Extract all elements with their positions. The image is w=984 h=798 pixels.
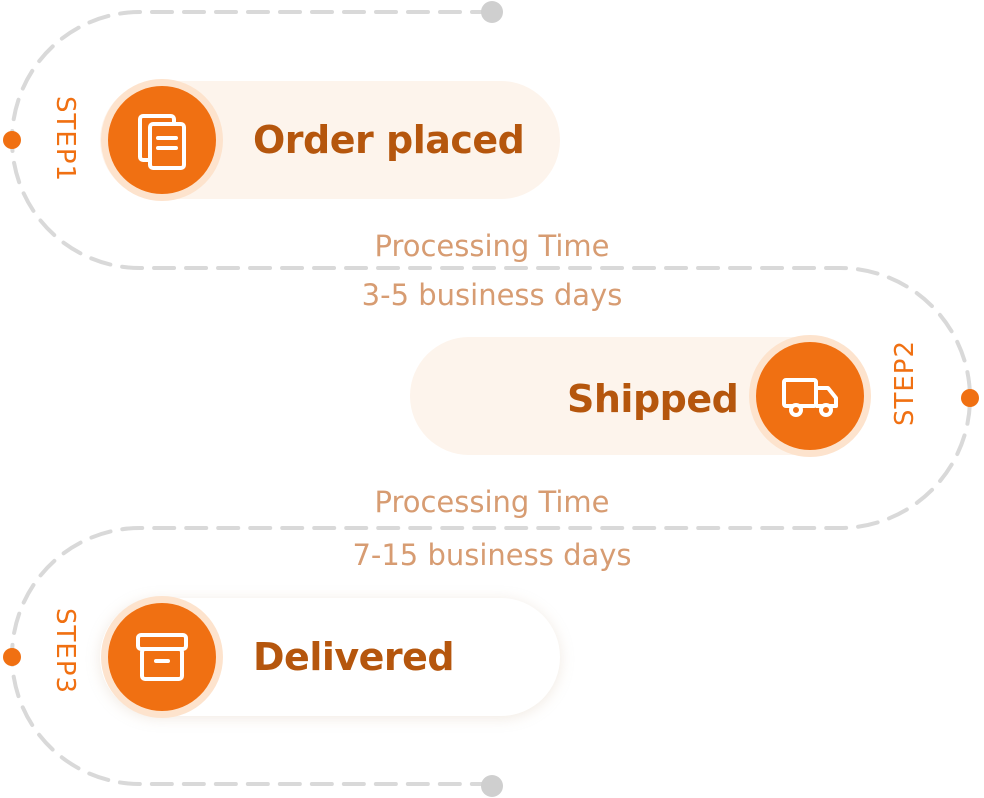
step1-title: Order placed: [253, 118, 525, 162]
step1-marker-dot: [3, 131, 21, 149]
step3-label: STEP3: [50, 608, 80, 695]
processing-time-2-duration: 7-15 business days: [352, 538, 632, 572]
step3-marker-dot: [3, 648, 21, 666]
step3-icon-circle: [108, 603, 216, 711]
step1-label: STEP1: [50, 96, 80, 183]
processing-time-2-title: Processing Time: [374, 485, 610, 519]
path-start-dot: [481, 1, 503, 23]
step2-marker-dot: [961, 389, 979, 407]
document-icon: [138, 114, 186, 170]
truck-icon: [782, 378, 838, 417]
processing-time-1-duration: 3-5 business days: [361, 278, 623, 312]
step2-label: STEP2: [890, 340, 920, 427]
path-end-dot: [481, 775, 503, 797]
step3-title: Delivered: [253, 635, 455, 679]
step1-icon-circle: [108, 86, 216, 194]
step2-title: Shipped: [567, 377, 739, 421]
step2-icon-circle: [756, 342, 864, 450]
processing-time-1-title: Processing Time: [374, 229, 610, 263]
box-icon: [136, 633, 188, 681]
